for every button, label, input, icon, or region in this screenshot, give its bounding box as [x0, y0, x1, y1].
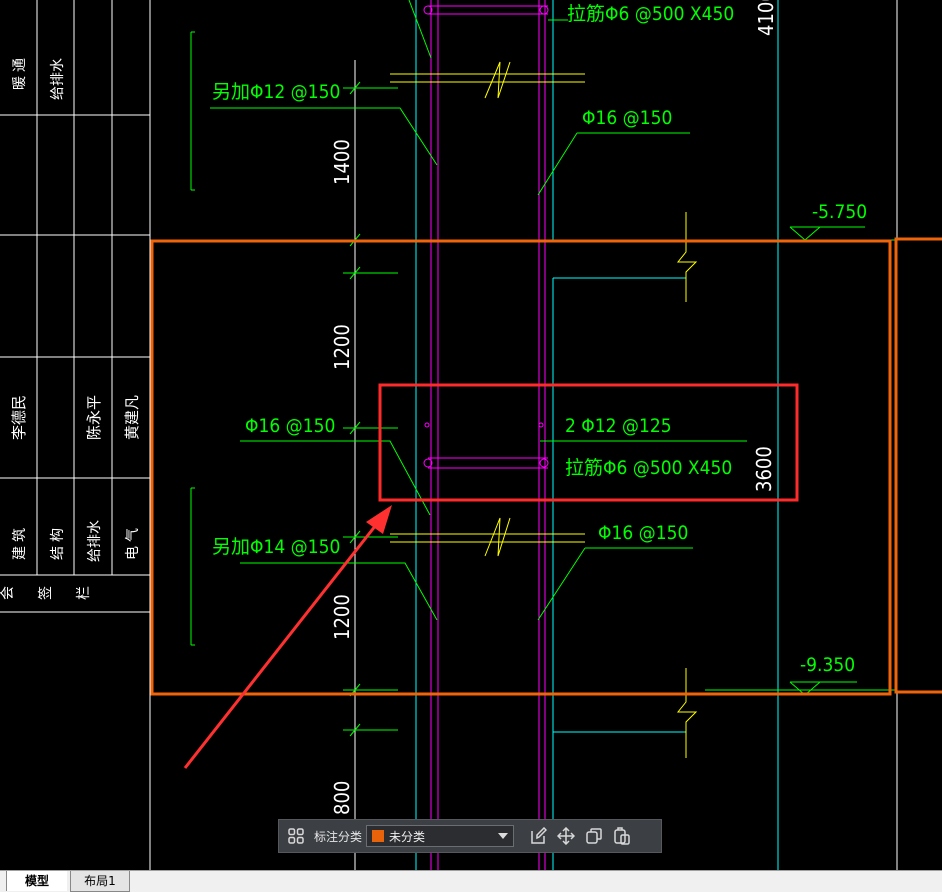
level-markers	[789, 226, 865, 696]
paste-icon[interactable]	[608, 822, 636, 850]
label-bars-16-top: Φ16 @150	[582, 107, 672, 129]
title-discipline-plumb: 给排水	[87, 520, 103, 562]
title-sign-2: 签	[37, 586, 54, 600]
cad-drawing-canvas[interactable]: 暖 通 给排水 李德民 陈永平 黄建凡 建 筑 结 构 给排水 电 气 会 签 …	[0, 0, 942, 870]
title-name-1: 李德民	[10, 395, 28, 440]
title-sign-3: 栏	[76, 586, 92, 600]
label-tie-bar-top: 拉筋Φ6 @500 X450	[567, 3, 734, 25]
dim-3600: 3600	[752, 446, 776, 492]
title-name-3: 黄建凡	[123, 395, 141, 440]
toolbar-label: 标注分类	[314, 829, 363, 844]
move-icon[interactable]	[552, 822, 580, 850]
label-tie-bar-mid: 拉筋Φ6 @500 X450	[565, 457, 732, 479]
tab-model[interactable]: 模型	[6, 871, 67, 891]
label-bars-2-12: 2 Φ12 @125	[565, 415, 672, 437]
dim-1200-b: 1200	[330, 594, 354, 640]
layer-color-swatch	[372, 830, 385, 842]
title-row1-hvac: 暖 通	[12, 58, 28, 90]
leader-lines	[210, 0, 747, 621]
orange-selection-box	[150, 239, 892, 696]
grid-icon[interactable]	[282, 822, 310, 850]
tab-layout1[interactable]: 布局1	[70, 871, 130, 892]
label-level-1: -5.750	[812, 201, 867, 223]
title-discipline-arch: 建 筑	[12, 528, 28, 560]
red-highlight-box	[378, 383, 799, 502]
wall-lines	[415, 0, 779, 870]
highlight-boxes	[150, 237, 942, 696]
title-row1-plumbing: 给排水	[50, 58, 66, 100]
title-sign-1: 会	[0, 586, 16, 600]
title-name-2: 陈永平	[85, 395, 103, 440]
dim-1200-a: 1200	[330, 324, 354, 370]
title-discipline-elec: 电 气	[125, 528, 141, 560]
layout-tab-bar: 模型 布局1	[0, 870, 942, 892]
label-bars-16-right: Φ16 @150	[598, 522, 688, 544]
label-bars-16-left: Φ16 @150	[245, 415, 335, 437]
column-rebar	[423, 0, 549, 870]
dim-1400: 1400	[330, 139, 354, 185]
dim-800: 800	[330, 781, 354, 815]
orange-selection-box-right	[894, 237, 942, 694]
edit-icon[interactable]	[524, 822, 552, 850]
label-extra-bars-14: 另加Φ14 @150	[212, 536, 340, 558]
layer-select[interactable]: 未分类	[366, 825, 515, 847]
annotation-toolbar: 标注分类 未分类	[278, 819, 662, 853]
chevron-down-icon	[498, 833, 509, 839]
label-level-2: -9.350	[800, 654, 855, 676]
red-arrow	[183, 505, 392, 769]
label-extra-bars-12: 另加Φ12 @150	[212, 81, 340, 103]
layer-select-value: 未分类	[389, 829, 426, 844]
dim-4100: 4100	[754, 0, 778, 36]
title-discipline-struct: 结 构	[50, 528, 66, 560]
break-lines	[390, 61, 698, 758]
title-block	[0, 0, 151, 870]
copy-icon[interactable]	[580, 822, 608, 850]
